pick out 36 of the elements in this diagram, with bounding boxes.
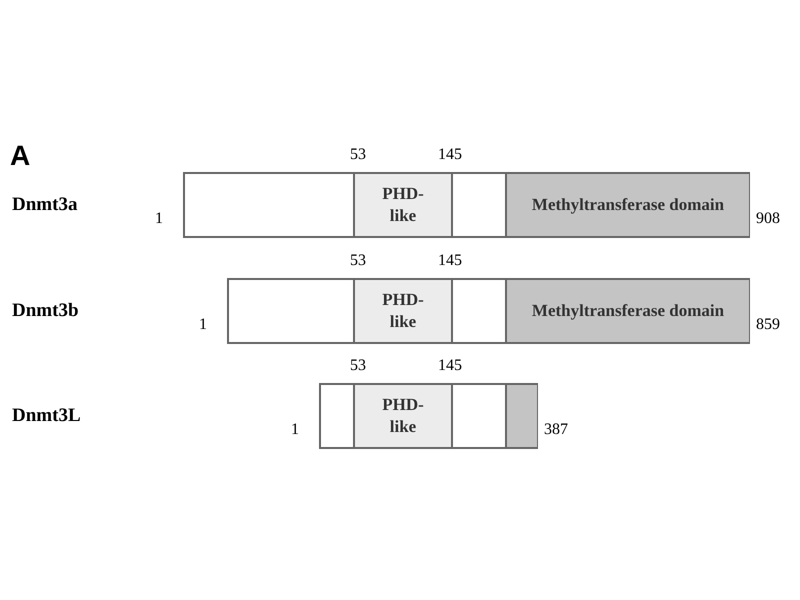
residue-number: 1 [199,316,207,334]
position-number: 53 [350,146,366,164]
domain-segment [506,279,750,343]
domain-label: Methyltransferase domain [532,194,724,216]
domain-label: PHD- like [381,289,425,333]
domain-segment [354,384,452,448]
protein-name: Dnmt3L [12,405,81,427]
domain-label: PHD- like [381,183,425,227]
protein-name: Dnmt3a [12,194,78,216]
domain-segment [506,173,750,237]
position-number: 53 [350,252,366,270]
residue-number: 1 [155,210,163,228]
position-number: 145 [438,357,462,375]
region-segment [506,384,538,448]
region-segment [320,384,354,448]
residue-number: 387 [544,421,568,439]
residue-number: 1 [291,421,299,439]
protein-bar [183,172,750,238]
domain-label: Methyltransferase domain [532,300,724,322]
position-number: 53 [350,357,366,375]
residue-number: 908 [756,210,780,228]
region-segment [452,279,506,343]
protein-name: Dnmt3b [12,300,79,322]
region-segment [228,279,354,343]
region-segment [184,173,354,237]
residue-number: 859 [756,316,780,334]
position-number: 145 [438,146,462,164]
region-segment [452,384,506,448]
domain-label: PHD- like [381,394,425,438]
protein-bar [319,383,538,449]
position-number: 145 [438,252,462,270]
protein-bar [227,278,750,344]
domain-segment [354,173,452,237]
domain-segment [354,279,452,343]
region-segment [452,173,506,237]
panel-letter: A [10,140,30,172]
